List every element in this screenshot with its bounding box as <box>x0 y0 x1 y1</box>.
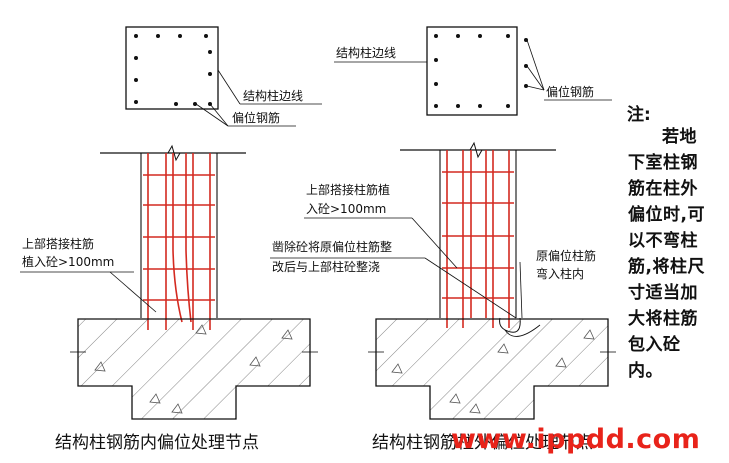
watermark-text: www.ippdd.com <box>451 424 701 455</box>
right-column-section <box>334 26 612 116</box>
right-chisel-label-line2: 改后与上部柱砼整浇 <box>272 259 380 274</box>
right-column-edge-label: 结构柱边线 <box>336 45 396 60</box>
right-orig-label-line2: 弯入柱内 <box>536 266 584 281</box>
right-chisel-label-line1: 凿除砼将原偏位柱筋整 <box>272 239 392 254</box>
left-column-elevation <box>100 144 246 330</box>
left-lap-label-line2: 植入砼>100mm <box>22 254 114 269</box>
right-lap-label-line1: 上部搭接柱筋植 <box>306 182 390 197</box>
left-foundation-slab <box>70 318 318 420</box>
left-column-edge-label: 结构柱边线 <box>243 88 303 103</box>
left-offset-rebar-label: 偏位钢筋 <box>232 110 280 125</box>
right-offset-rebar-label: 偏位钢筋 <box>546 84 594 99</box>
note-title: 注: <box>627 105 651 125</box>
right-orig-label-line1: 原偏位柱筋 <box>536 248 596 263</box>
right-lap-label-line2: 入砼>100mm <box>306 202 386 216</box>
right-column-elevation <box>400 141 556 337</box>
note-body: 若地下室柱钢筋在柱外偏位时,可以不弯柱筋,将柱尺寸适当加大将柱筋包入砼内。 <box>628 127 705 381</box>
left-lap-label-line1: 上部搭接柱筋 <box>22 236 94 251</box>
left-column-section <box>125 26 322 127</box>
right-detail: 结构柱边线 偏位钢筋 <box>270 26 616 453</box>
right-caption: 结构柱钢筋柱外偏位处理节点 <box>372 433 593 453</box>
left-caption: 结构柱钢筋内偏位处理节点 <box>55 433 259 453</box>
right-foundation-slab <box>368 318 616 420</box>
left-detail: 结构柱边线 偏位钢筋 <box>20 26 322 453</box>
